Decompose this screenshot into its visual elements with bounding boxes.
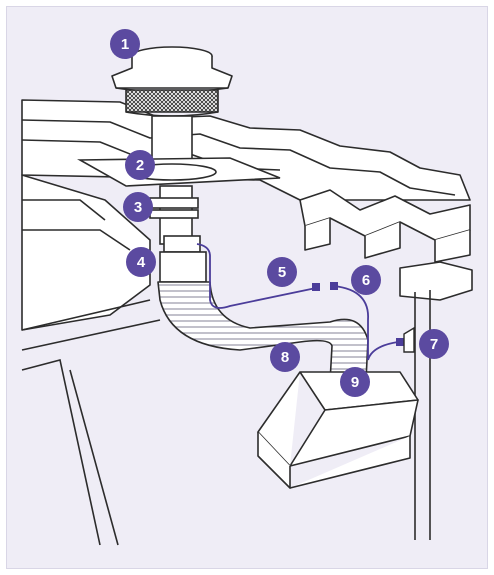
callout-2: 2 <box>125 150 155 180</box>
svg-text:4: 4 <box>137 254 146 271</box>
svg-text:6: 6 <box>362 272 370 289</box>
callout-6: 6 <box>351 265 381 295</box>
flex-duct <box>157 281 371 386</box>
wall-outlet-icon <box>403 326 415 353</box>
callout-8: 8 <box>270 342 300 372</box>
vent-cap <box>111 46 233 117</box>
callout-5: 5 <box>267 257 297 287</box>
svg-text:2: 2 <box>136 157 144 174</box>
svg-text:7: 7 <box>430 336 438 353</box>
callout-7: 7 <box>419 329 449 359</box>
svg-text:3: 3 <box>134 199 142 216</box>
wire-connectors <box>312 282 404 346</box>
svg-text:1: 1 <box>121 36 129 53</box>
callout-4: 4 <box>126 247 156 277</box>
svg-text:5: 5 <box>278 264 286 281</box>
vent-pipe <box>77 115 281 283</box>
range-hood <box>257 371 419 489</box>
callout-1: 1 <box>110 29 140 59</box>
svg-text:9: 9 <box>351 374 359 391</box>
power-wire <box>196 243 399 361</box>
roof-tiles <box>21 99 473 331</box>
callout-9: 9 <box>340 367 370 397</box>
callout-3: 3 <box>123 192 153 222</box>
wall-structure <box>21 290 431 546</box>
svg-text:8: 8 <box>281 349 289 366</box>
